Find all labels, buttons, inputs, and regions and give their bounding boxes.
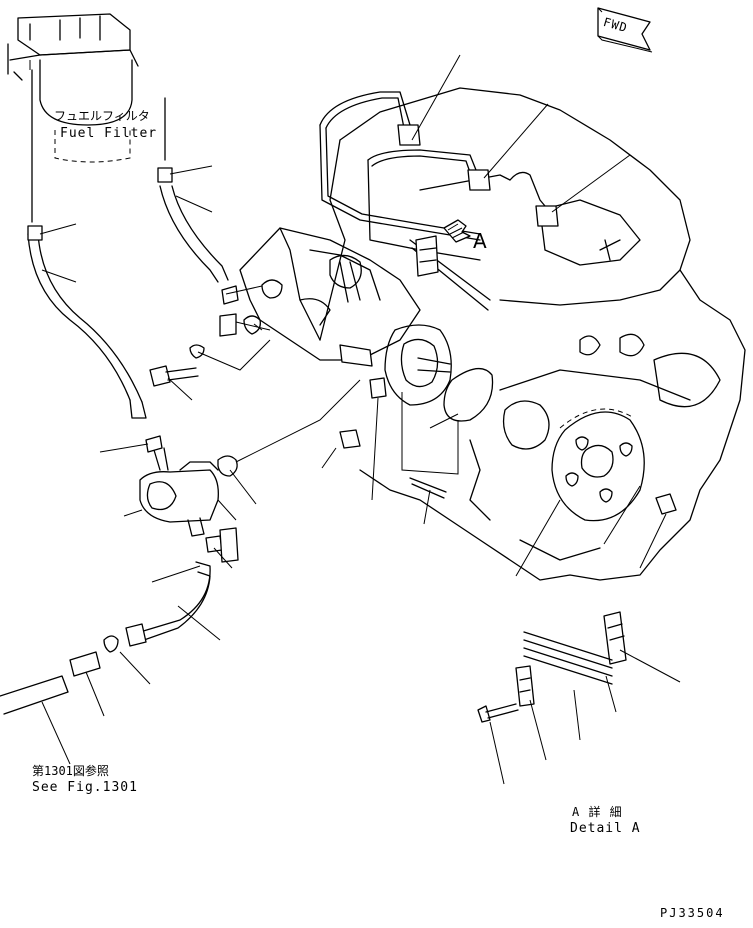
feed-pump xyxy=(139,435,219,537)
reference-label-en: See Fig.1301 xyxy=(32,780,138,795)
fuel-hose-right xyxy=(157,97,229,283)
detail-a-label-jp: A 詳 細 xyxy=(572,805,623,819)
fuel-filter xyxy=(7,13,139,163)
fwd-arrow xyxy=(597,7,653,53)
reference-label-jp: 第1301図参照 xyxy=(32,764,109,778)
stud-bolt xyxy=(339,377,447,499)
engine-block xyxy=(319,87,746,581)
view-a-marker: A xyxy=(473,229,488,253)
drawing-code: PJ33504 xyxy=(660,906,725,920)
detail-a-clamp xyxy=(477,611,627,723)
fuel-hose-left xyxy=(27,69,147,419)
drive-gear xyxy=(551,408,677,522)
gasket xyxy=(217,455,238,477)
fuel-filter-label-en: Fuel Filter xyxy=(60,126,158,141)
leader-lines xyxy=(29,54,681,785)
injection-pump xyxy=(239,227,452,406)
injection-pipes xyxy=(319,91,559,311)
detail-a-label-en: Detail A xyxy=(570,821,641,836)
o-ring xyxy=(443,368,494,422)
fuel-filter-label-jp: フュエルフィルタ xyxy=(54,109,150,123)
banjo-fitting xyxy=(149,285,261,387)
lower-fuel-hose xyxy=(0,527,239,715)
view-a-arrow xyxy=(443,219,471,243)
